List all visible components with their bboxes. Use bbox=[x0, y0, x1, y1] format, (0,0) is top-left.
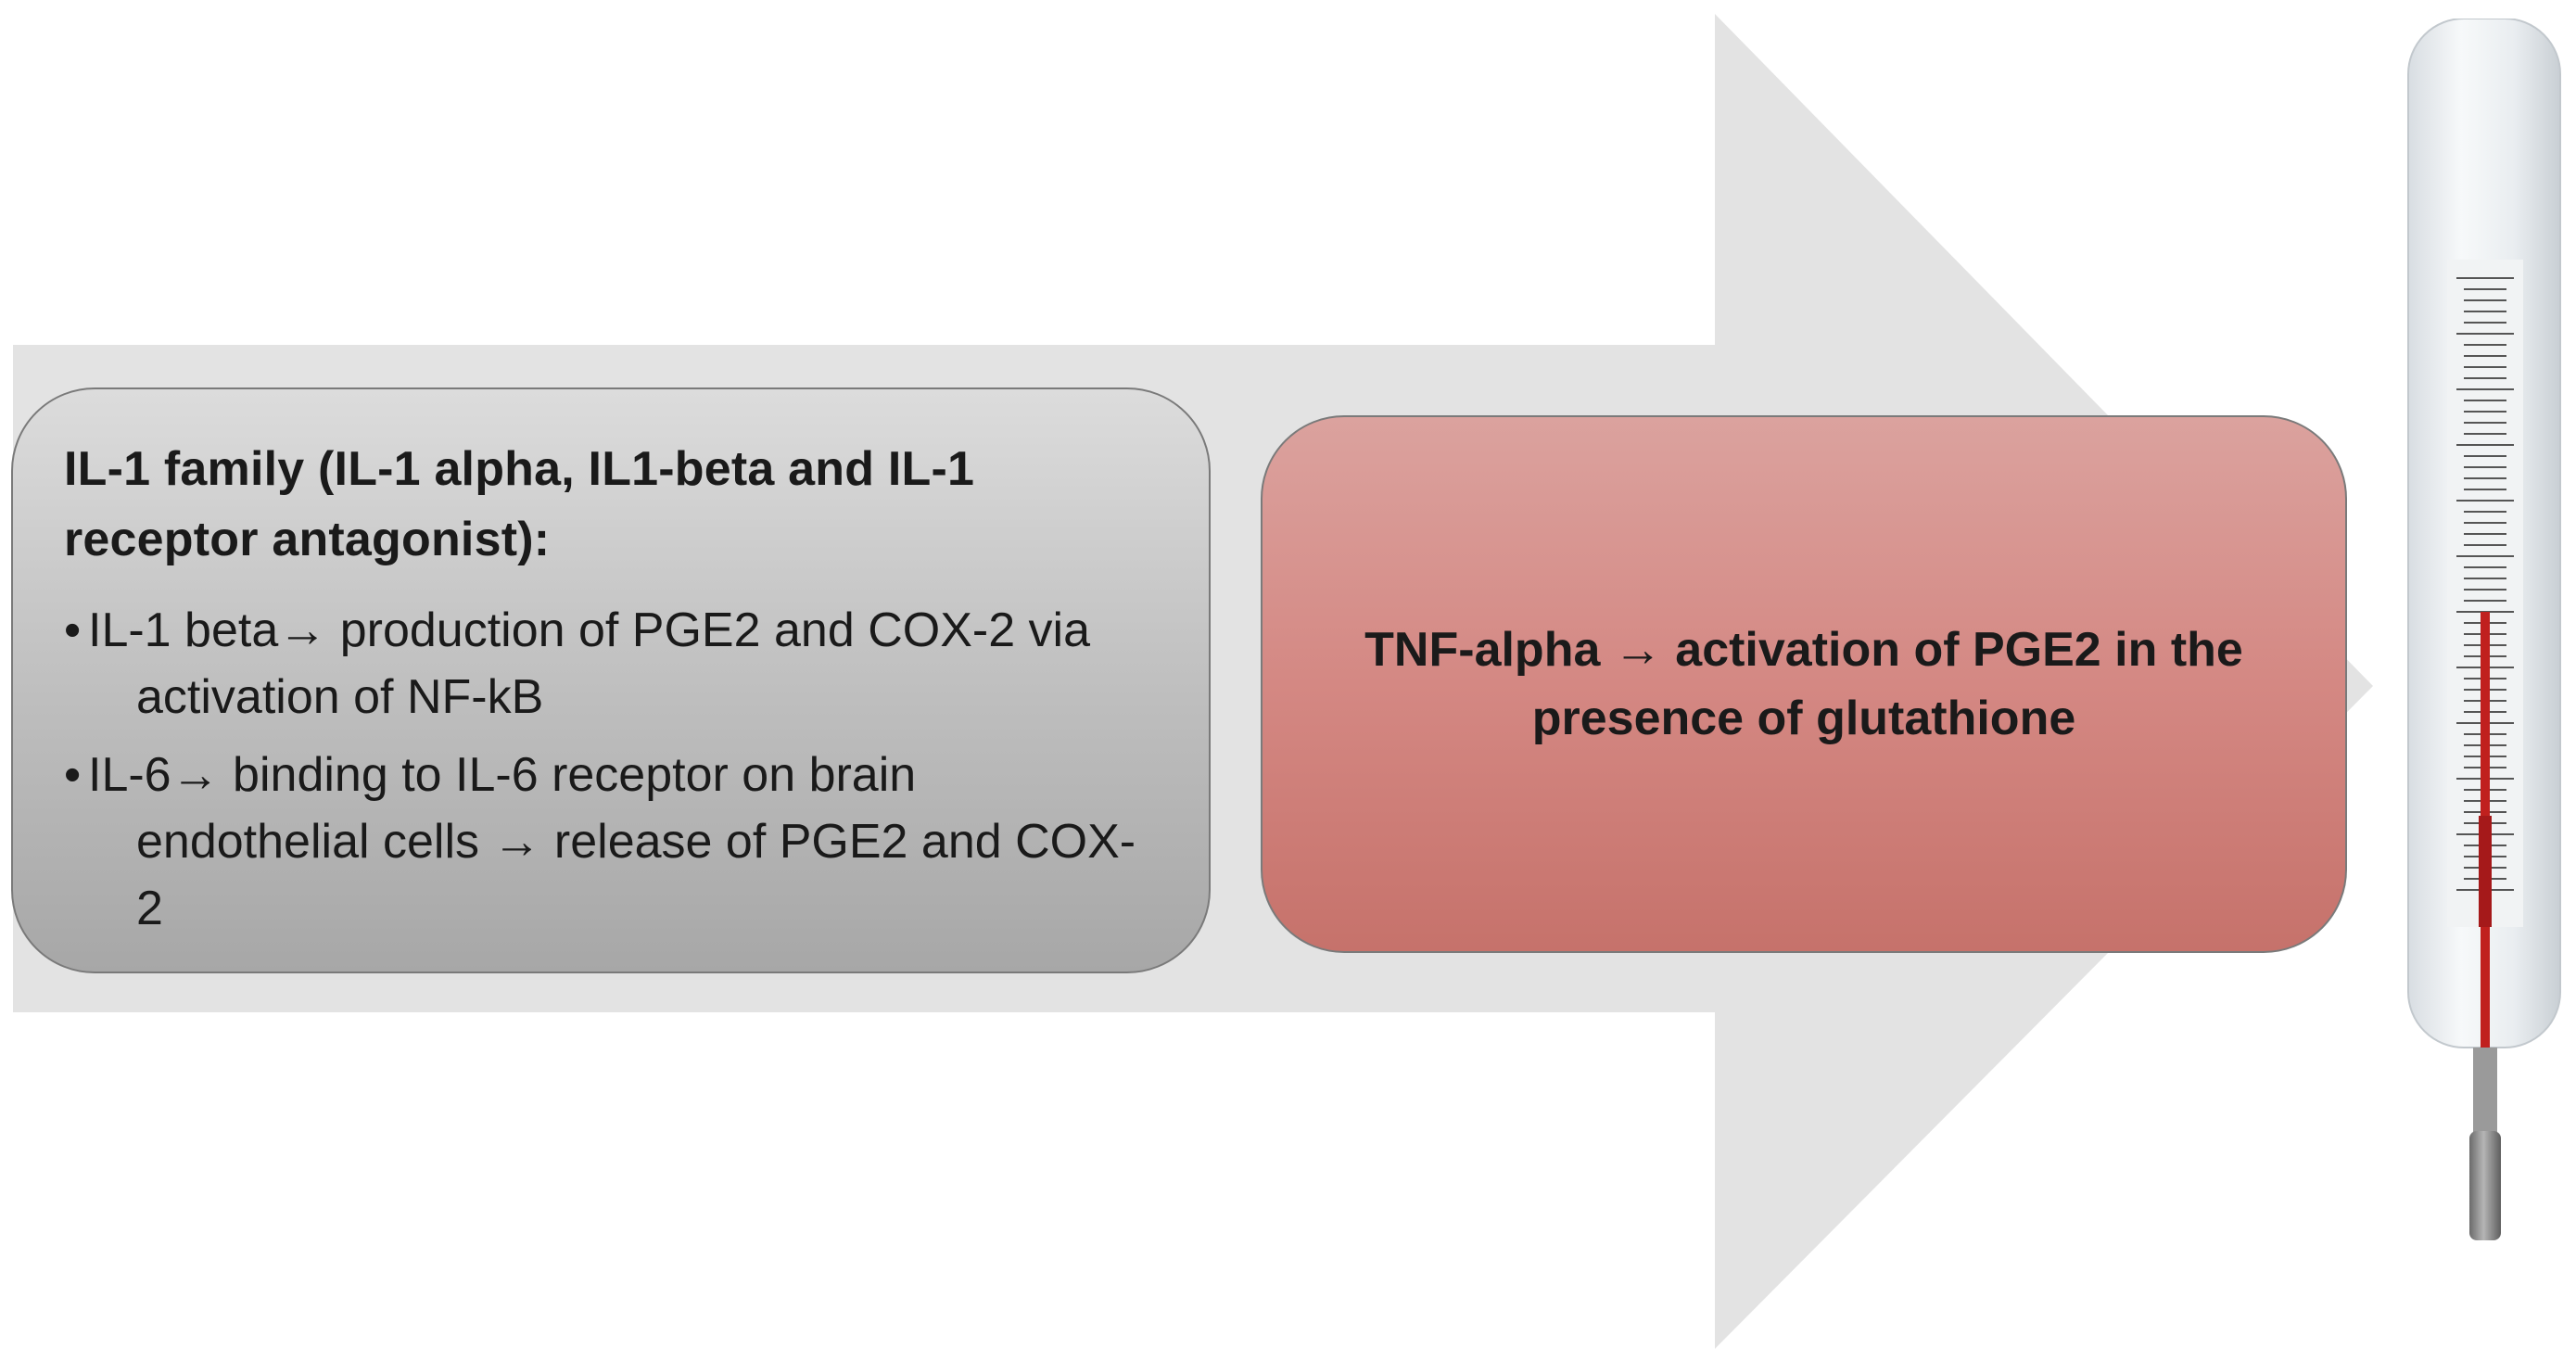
bullet-dot-icon: • bbox=[64, 748, 82, 802]
il1-family-box: IL-1 family (IL-1 alpha, IL1-beta and IL… bbox=[11, 387, 1211, 973]
bullet-il6: •IL-6→ binding to IL-6 receptor on brain… bbox=[64, 742, 1162, 942]
thermometer-scale bbox=[2456, 277, 2514, 891]
bullet-il1-beta: •IL-1 beta→ production of PGE2 and COX-2… bbox=[64, 597, 1162, 730]
tnf-alpha-box: TNF-alpha → activation of PGE2 in the pr… bbox=[1261, 415, 2347, 953]
bullet-dot-icon: • bbox=[64, 603, 82, 657]
bullet-il6-text: IL-6→ binding to IL-6 receptor on brain … bbox=[88, 748, 1136, 935]
il1-family-heading: IL-1 family (IL-1 alpha, IL1-beta and IL… bbox=[64, 442, 975, 566]
thermometer-icon bbox=[2407, 19, 2561, 1240]
thermometer-cap bbox=[2469, 1131, 2501, 1240]
tnf-alpha-statement: TNF-alpha → activation of PGE2 in the pr… bbox=[1364, 623, 2243, 745]
bullet-il1-beta-text: IL-1 beta→ production of PGE2 and COX-2 … bbox=[88, 603, 1091, 724]
